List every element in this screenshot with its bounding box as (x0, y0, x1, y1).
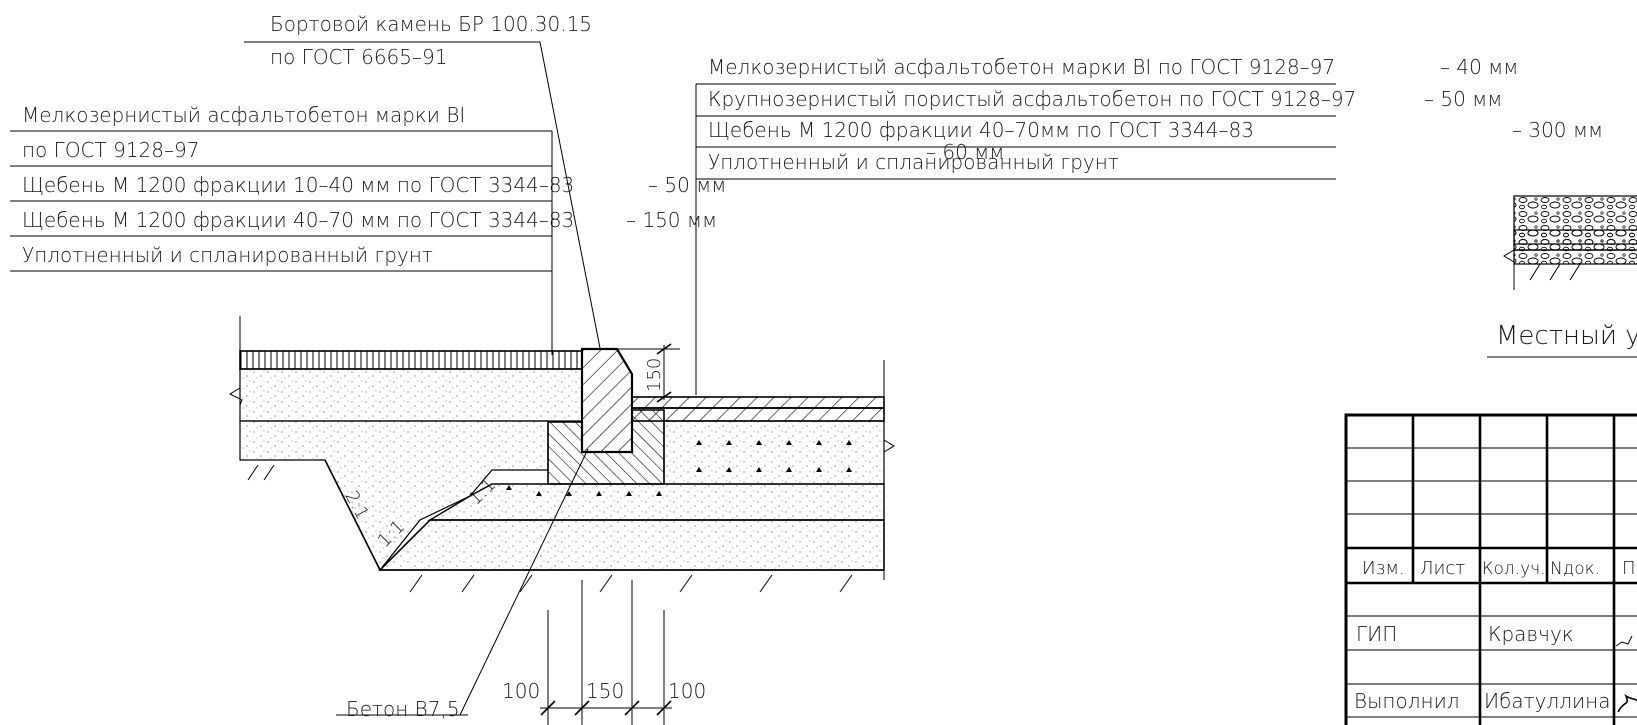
title-block: Изм. Лист Кол.уч. Nдок. П ГИП Кравчук Вы… (1344, 413, 1637, 725)
road-layer-3: Щебень М 1200 фракции 40–70мм по ГОСТ 33… (708, 118, 1254, 142)
road-layer-3-thickness: – 300 мм (1512, 118, 1603, 142)
sidewalk-layer-1b: по ГОСТ 9128–97 (22, 138, 199, 162)
cross-section: 2:1 1:1 1:1 150 (228, 316, 895, 593)
road-layer-2: Крупнозернистый пористый асфальтобетон п… (708, 87, 1356, 111)
tb-header-ndok: Nдок. (1550, 559, 1600, 579)
dim-right: 100 (668, 679, 706, 703)
road-layer-4: Уплотненный и спланированный грунт (708, 150, 1119, 174)
tb-header-kolvo: Кол.уч. (1482, 559, 1546, 579)
tb-row-vypolnil-role: Выполнил (1354, 689, 1460, 713)
tb-row-vypolnil-name: Ибатуллина (1484, 689, 1610, 713)
concrete-label: Бетон В7,5 (346, 697, 460, 721)
sidewalk-layer-2-thickness: – 50 мм (648, 173, 726, 197)
sidewalk-layer-3: Щебень М 1200 фракции 40–70 мм по ГОСТ 3… (22, 208, 574, 232)
sidewalk-layer-1: Мелкозернистый асфальтобетон марки BI (22, 103, 465, 127)
sidewalk-layer-2: Щебень М 1200 фракции 10–40 мм по ГОСТ 3… (22, 173, 574, 197)
tb-row-gip-name: Кравчук (1488, 622, 1574, 646)
section-title: Местный у (1496, 321, 1637, 351)
tb-signature-gip (1615, 635, 1633, 647)
tb-signature-vypolnil (1617, 693, 1637, 713)
sidewalk-layer-3-thickness: – 150 мм (626, 208, 717, 232)
sidewalk-callout: Мелкозернистый асфальтобетон марки BI по… (10, 103, 726, 355)
road-callout: Мелкозернистый асфальтобетон марки BI по… (695, 55, 1603, 395)
road-layer-2-thickness: – 50 мм (1424, 87, 1502, 111)
road-layer-1-thickness: – 40 мм (1440, 55, 1518, 79)
dim-center: 150 (586, 679, 624, 703)
sidewalk-layer-4: Уплотненный и спланированный грунт (22, 243, 433, 267)
road-layer-overlap-thickness: – 60 мм (926, 140, 1004, 164)
tb-header-izm: Изм. (1362, 558, 1405, 579)
tb-header-podp: П (1622, 558, 1636, 579)
curb-label-line-1: Бортовой камень БР 100.30.15 (270, 12, 592, 36)
road-layer-1: Мелкозернистый асфальтобетон марки BI по… (708, 55, 1335, 79)
concrete-callout: Бетон В7,5 (336, 448, 589, 721)
tb-header-list: Лист (1420, 558, 1465, 579)
road-section-detail: Местный у (1487, 195, 1637, 358)
curb-callout: Бортовой камень БР 100.30.15 по ГОСТ 666… (244, 12, 601, 349)
bottom-dimensions: 100 150 100 (502, 580, 706, 725)
tb-row-gip-role: ГИП (1356, 622, 1397, 646)
curb-height-dimension: 150 (644, 358, 665, 392)
dim-left: 100 (502, 679, 540, 703)
curb-label-line-2: по ГОСТ 6665–91 (270, 45, 447, 69)
